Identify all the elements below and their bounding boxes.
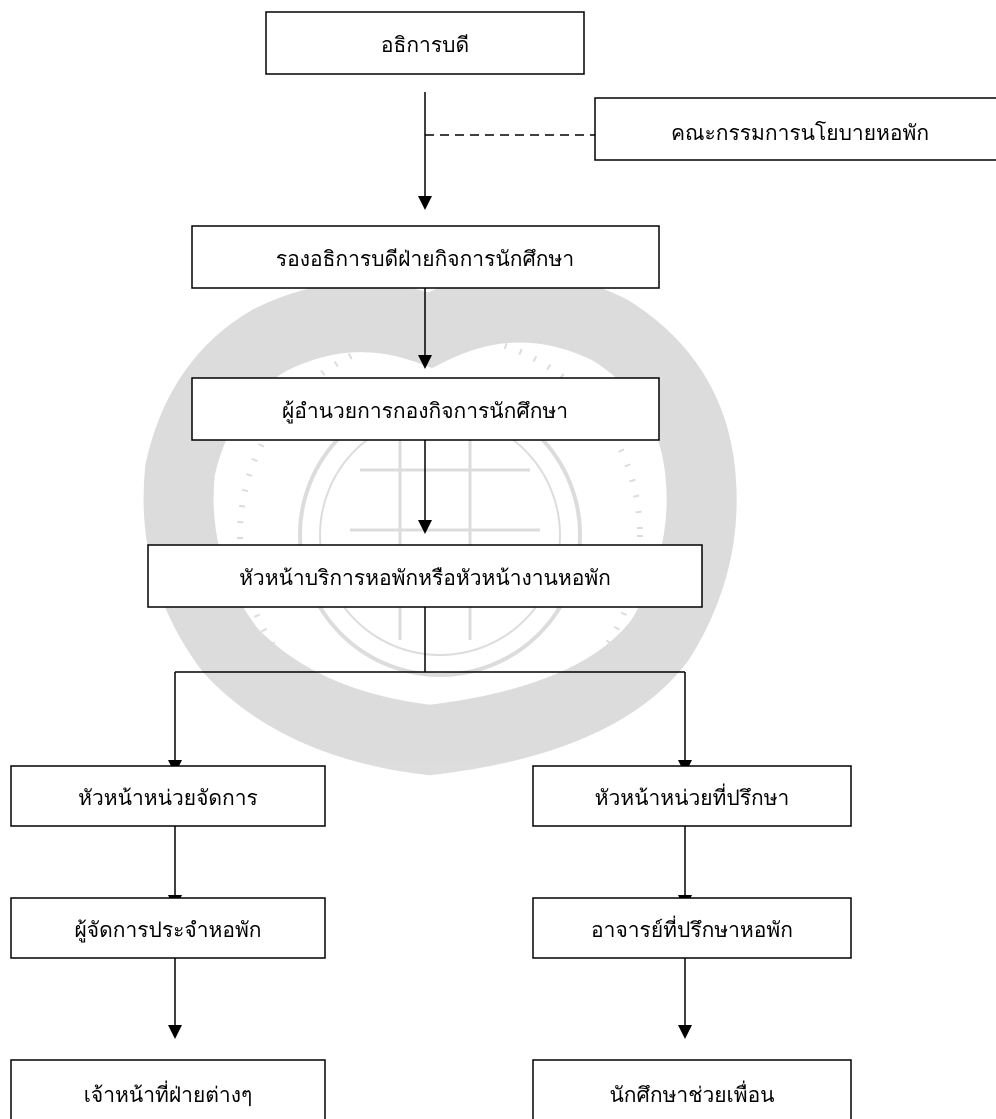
node-dorm-manager: ผู้จัดการประจำหอพัก bbox=[10, 897, 326, 959]
node-director-student-affairs: ผู้อำนวยการกองกิจการนักศึกษา bbox=[191, 377, 660, 441]
node-president-label: อธิการบดี bbox=[381, 33, 469, 57]
node-peer-helpers-label: นักศึกษาช่วยเพื่อน bbox=[609, 1080, 774, 1107]
node-policy-committee-label: คณะกรรมการนโยบายหอพัก bbox=[671, 121, 929, 145]
node-head-dormitory: หัวหน้าบริการหอพักหรือหัวหน้างานหอพัก bbox=[147, 544, 703, 608]
node-head-advisory-label: หัวหน้าหน่วยที่ปรึกษา bbox=[595, 783, 790, 810]
node-dorm-manager-label: ผู้จัดการประจำหอพัก bbox=[74, 918, 261, 943]
node-staff-label: เจ้าหน้าที่ฝ่ายต่างๆ bbox=[84, 1080, 252, 1107]
node-vp-student-affairs-label: รองอธิการบดีฝ่ายกิจการนักศึกษา bbox=[276, 247, 574, 271]
node-peer-helpers: นักศึกษาช่วยเพื่อน bbox=[532, 1059, 852, 1119]
node-vp-student-affairs: รองอธิการบดีฝ่ายกิจการนักศึกษา bbox=[191, 225, 660, 289]
node-dorm-advisor-label: อาจารย์ที่ปรึกษาหอพัก bbox=[591, 915, 793, 942]
node-head-dormitory-label: หัวหน้าบริการหอพักหรือหัวหน้างานหอพัก bbox=[239, 566, 611, 590]
node-dorm-advisor: อาจารย์ที่ปรึกษาหอพัก bbox=[532, 897, 852, 959]
node-head-advisory: หัวหน้าหน่วยที่ปรึกษา bbox=[532, 765, 852, 827]
node-president: อธิการบดี bbox=[265, 11, 585, 75]
node-staff: เจ้าหน้าที่ฝ่ายต่างๆ bbox=[10, 1059, 326, 1119]
node-head-management: หัวหน้าหน่วยจัดการ bbox=[10, 765, 326, 827]
university-seal-watermark bbox=[143, 272, 737, 776]
node-policy-committee: คณะกรรมการนโยบายหอพัก bbox=[594, 97, 996, 161]
node-head-management-label: หัวหน้าหน่วยจัดการ bbox=[78, 786, 258, 810]
node-director-student-affairs-label: ผู้อำนวยการกองกิจการนักศึกษา bbox=[282, 399, 568, 424]
